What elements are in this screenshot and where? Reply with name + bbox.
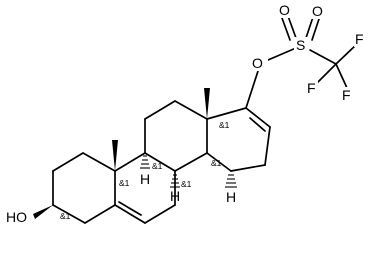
bond-c4-c3: [52, 204, 86, 224]
bond-c5-c4: [84, 204, 116, 224]
wedge-c10-methyl: [112, 140, 118, 171]
bond-o-s: [267, 47, 297, 61]
bond-c16-c15: [264, 126, 271, 166]
hydrogen-c14-label: H: [226, 189, 236, 205]
fluorine-1-label: F: [355, 31, 364, 47]
bond-s-o-left-a: [281, 17, 291, 41]
stereo-c10-label: &1: [119, 178, 130, 188]
bond-c1-c10: [82, 152, 116, 172]
stereo-c9-label: &1: [152, 161, 163, 171]
oxygen-sulfonyl-left-label: O: [279, 2, 290, 18]
hash-c8-h: [170, 174, 180, 188]
bond-c-f1: [335, 43, 358, 65]
bond-c9-c8: [144, 152, 176, 172]
stereo-c8-label: &1: [181, 179, 192, 189]
stereo-c3-label: &1: [60, 211, 71, 221]
bond-s-o-right-b: [311, 18, 320, 41]
bond-c17-c16: [245, 107, 271, 128]
bond-c6-c5: [114, 204, 146, 224]
stereo-c14-label: &1: [211, 158, 222, 168]
wedge-c13-methyl: [204, 88, 210, 119]
bond-s-o-right-a: [305, 16, 314, 39]
hydrogen-c9-label: H: [140, 171, 150, 187]
bond-c12-c13: [174, 100, 208, 120]
bond-c13-c17: [206, 107, 247, 120]
bond-c2-c3: [52, 152, 84, 172]
fluorine-2-label: F: [342, 87, 351, 103]
bond-c14-c14b: [206, 152, 232, 172]
bond-c17-o: [245, 67, 260, 109]
bond-s-o-left-b: [287, 15, 297, 39]
bond-c7-c6: [144, 204, 176, 224]
bond-c11-c12: [144, 100, 176, 120]
wedge-c3-oh: [33, 205, 53, 219]
bond-c5-c6-double: [118, 201, 142, 216]
bond-c-f2: [335, 63, 348, 89]
oxygen-ester-label: O: [252, 55, 263, 71]
bond-c10-c9: [114, 152, 146, 172]
hydroxyl-label: HO: [6, 209, 27, 225]
bond-c14-c8: [174, 152, 208, 172]
hydrogen-c8-label: H: [170, 188, 180, 204]
bond-s-cf3: [309, 49, 337, 65]
fluorine-3-label: F: [307, 80, 316, 96]
bond-c15-c14: [230, 164, 266, 172]
hash-c14-h: [225, 174, 237, 188]
bond-c16-c17-double: [249, 117, 266, 132]
sulfur-label: S: [296, 37, 305, 53]
stereo-c13-label: &1: [219, 120, 230, 130]
bond-c-f3: [317, 63, 337, 83]
oxygen-sulfonyl-right-label: O: [312, 3, 323, 19]
hash-c9-h: [140, 155, 150, 169]
